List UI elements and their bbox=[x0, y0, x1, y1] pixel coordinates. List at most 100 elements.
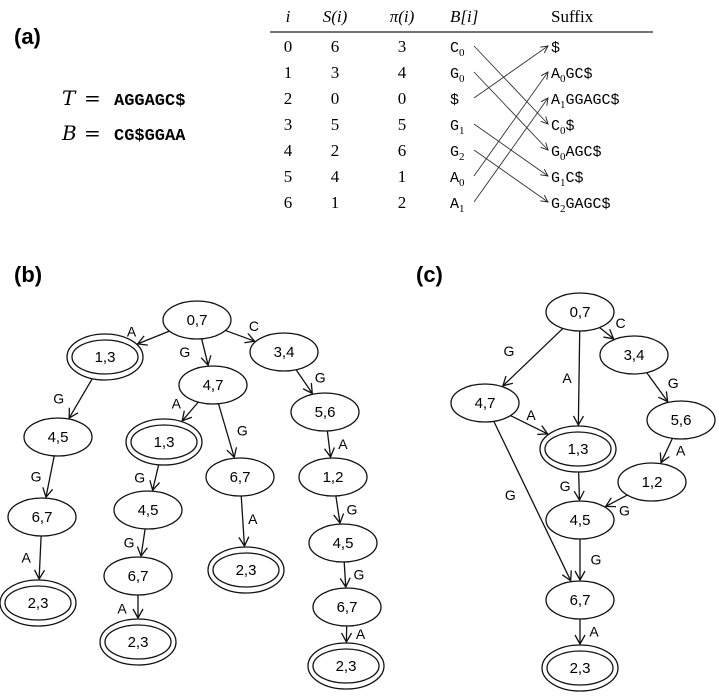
edge-arrow bbox=[323, 430, 336, 459]
edge-arrow bbox=[333, 495, 345, 525]
cell-suffix: C0$ bbox=[551, 118, 575, 137]
cell-suffix: A1GGAGC$ bbox=[551, 92, 620, 111]
edge-arrow bbox=[225, 329, 256, 344]
state-node: 4,5 bbox=[23, 417, 93, 457]
node-ellipse bbox=[178, 365, 248, 405]
cell-i: 5 bbox=[284, 167, 293, 186]
state-node: 6,7 bbox=[7, 497, 77, 537]
state-node: 6,7 bbox=[312, 587, 382, 627]
state-node: 4,7 bbox=[450, 383, 520, 423]
state-node: 3,4 bbox=[249, 332, 319, 372]
node-label: 4,7 bbox=[475, 395, 496, 412]
edge-arrow bbox=[604, 494, 628, 508]
cell-suffix: $ bbox=[551, 40, 560, 57]
cell-b: A0 bbox=[450, 170, 465, 189]
node-ellipse bbox=[312, 648, 380, 684]
cell-s: 0 bbox=[331, 89, 340, 108]
node-ellipse bbox=[104, 624, 172, 660]
lf-mapping-arrow bbox=[473, 71, 549, 177]
node-label: 0,7 bbox=[570, 304, 591, 321]
edge: A bbox=[340, 625, 366, 644]
cell-b: $ bbox=[450, 92, 459, 109]
edge: A bbox=[127, 323, 170, 346]
final-state-node: 2,3 bbox=[541, 644, 619, 692]
node-ellipse bbox=[546, 650, 614, 686]
edge-arrow bbox=[493, 421, 572, 582]
edge-label: G bbox=[134, 469, 145, 485]
edge-label: G bbox=[560, 478, 571, 494]
edge: G bbox=[574, 539, 601, 582]
edge-label: A bbox=[127, 323, 137, 339]
node-ellipse bbox=[71, 339, 139, 375]
edge-label: G bbox=[31, 469, 42, 485]
state-node: 1,2 bbox=[298, 457, 368, 497]
node-label: 0,7 bbox=[187, 312, 208, 329]
edge-label: G bbox=[619, 503, 630, 519]
lf-mapping-arrow bbox=[473, 45, 549, 99]
cell-b: G1 bbox=[450, 118, 465, 137]
edge-arrow bbox=[339, 561, 351, 589]
node-label: 3,4 bbox=[624, 347, 645, 364]
cell-b: C0 bbox=[450, 40, 465, 59]
edge-label: G bbox=[503, 343, 514, 359]
node-ellipse bbox=[103, 556, 173, 596]
state-node: 5,6 bbox=[646, 400, 716, 440]
node-label: 6,7 bbox=[128, 568, 149, 585]
node-label: 1,3 bbox=[95, 349, 116, 366]
cell-s: 4 bbox=[331, 167, 340, 186]
edge-label: A bbox=[338, 436, 348, 452]
node-label: 4,5 bbox=[138, 502, 159, 519]
state-node: 6,7 bbox=[545, 580, 615, 620]
edge-label: G bbox=[315, 370, 326, 386]
node-ellipse bbox=[162, 300, 232, 340]
node-ellipse bbox=[599, 335, 669, 375]
equation-equals: = bbox=[84, 121, 101, 145]
state-node: 4,5 bbox=[545, 500, 615, 540]
edge-label: G bbox=[346, 502, 357, 518]
cell-s: 5 bbox=[331, 115, 340, 134]
cell-b: G2 bbox=[450, 144, 465, 163]
edge-arrow bbox=[599, 327, 615, 340]
node-label: 6,7 bbox=[230, 469, 251, 486]
node-ellipse bbox=[646, 400, 716, 440]
edge-label: A bbox=[117, 601, 127, 617]
node-ellipse bbox=[298, 457, 368, 497]
cell-suffix: G1C$ bbox=[551, 170, 584, 189]
node-ellipse bbox=[205, 457, 275, 497]
header-suffix: Suffix bbox=[551, 7, 594, 26]
cell-s: 1 bbox=[331, 193, 340, 212]
edge: A bbox=[117, 595, 144, 620]
node-label: 1,3 bbox=[568, 441, 589, 458]
cell-pi: 3 bbox=[398, 37, 407, 56]
panel-label-a: (a) bbox=[14, 24, 41, 49]
edge: A bbox=[510, 407, 549, 436]
node-ellipse bbox=[4, 585, 72, 621]
cell-pi: 5 bbox=[398, 115, 407, 134]
edge-label: A bbox=[172, 395, 182, 411]
node-ellipse bbox=[545, 292, 615, 332]
node-label: 4,7 bbox=[203, 377, 224, 394]
cell-pi: 2 bbox=[398, 193, 407, 212]
node-ellipse bbox=[7, 497, 77, 537]
node-ellipse bbox=[113, 490, 183, 530]
edge: G bbox=[53, 378, 93, 420]
edge-arrow bbox=[572, 330, 585, 427]
equation-lhs: B bbox=[61, 121, 77, 145]
edge: G bbox=[339, 561, 364, 589]
edge-arrow bbox=[200, 338, 212, 367]
cell-pi: 6 bbox=[398, 141, 407, 160]
node-ellipse bbox=[545, 500, 615, 540]
edge-label: G bbox=[53, 390, 64, 406]
edge: C bbox=[599, 315, 626, 340]
state-node: 0,7 bbox=[162, 300, 232, 340]
node-label: 1,2 bbox=[642, 474, 663, 491]
cell-s: 3 bbox=[331, 63, 340, 82]
